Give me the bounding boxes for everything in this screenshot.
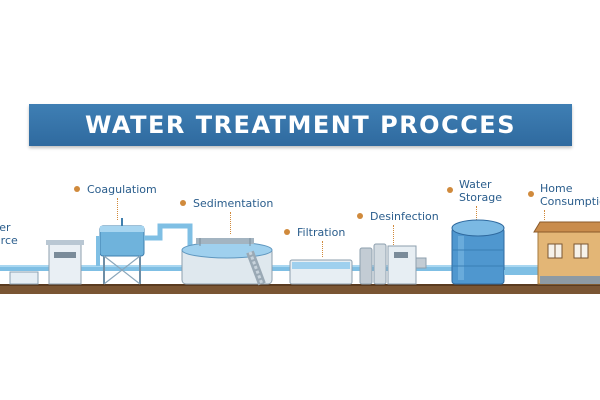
coagulation-marker-dot — [74, 186, 80, 192]
label-water-storage-line2: Storage — [459, 191, 503, 204]
home-building — [533, 221, 600, 285]
disinfection-leader-line — [393, 225, 394, 245]
filtration-leader-line — [322, 241, 323, 257]
title-banner: WATER TREATMENT PROCCES — [29, 104, 572, 146]
label-disinfection: Desinfection — [370, 210, 439, 223]
main-pipe — [0, 265, 540, 271]
diagram-title: WATER TREATMENT PROCCES — [84, 111, 516, 139]
filtration-marker-dot — [284, 229, 290, 235]
label-home-consumption-line2: Consumption — [540, 195, 600, 208]
disinfection-unit — [359, 243, 427, 285]
water-storage-tank — [451, 219, 505, 285]
coagulation-tower — [96, 218, 145, 285]
ground-edge — [0, 284, 600, 286]
main-pipe-highlight — [0, 265, 540, 267]
disinfection-marker-dot — [357, 213, 363, 219]
home-marker-dot — [528, 191, 534, 197]
home-leader-line — [544, 210, 545, 220]
sedimentation-leader-line — [230, 212, 231, 234]
label-water-source-line2: Source — [0, 234, 18, 247]
label-sedimentation: Sedimentation — [193, 197, 274, 210]
storage-leader-line — [476, 206, 477, 220]
ground-strip — [0, 284, 600, 294]
coag-to-sed-pipe — [144, 223, 193, 250]
filtration-unit — [289, 259, 353, 285]
sedimentation-basin — [181, 238, 273, 286]
label-coagulation: Coagulatiom — [87, 183, 157, 196]
storage-marker-dot — [447, 187, 453, 193]
storage-to-home-pipe — [504, 270, 540, 275]
sedimentation-marker-dot — [180, 200, 186, 206]
label-water-storage-line1: Water — [459, 178, 492, 191]
coagulation-leader-line — [117, 198, 118, 220]
pump-house — [46, 240, 84, 285]
source-intake — [9, 271, 39, 285]
label-home-consumption-line1: Home — [540, 182, 573, 195]
label-water-source-line1: Water — [0, 221, 11, 234]
label-filtration: Filtration — [297, 226, 346, 239]
